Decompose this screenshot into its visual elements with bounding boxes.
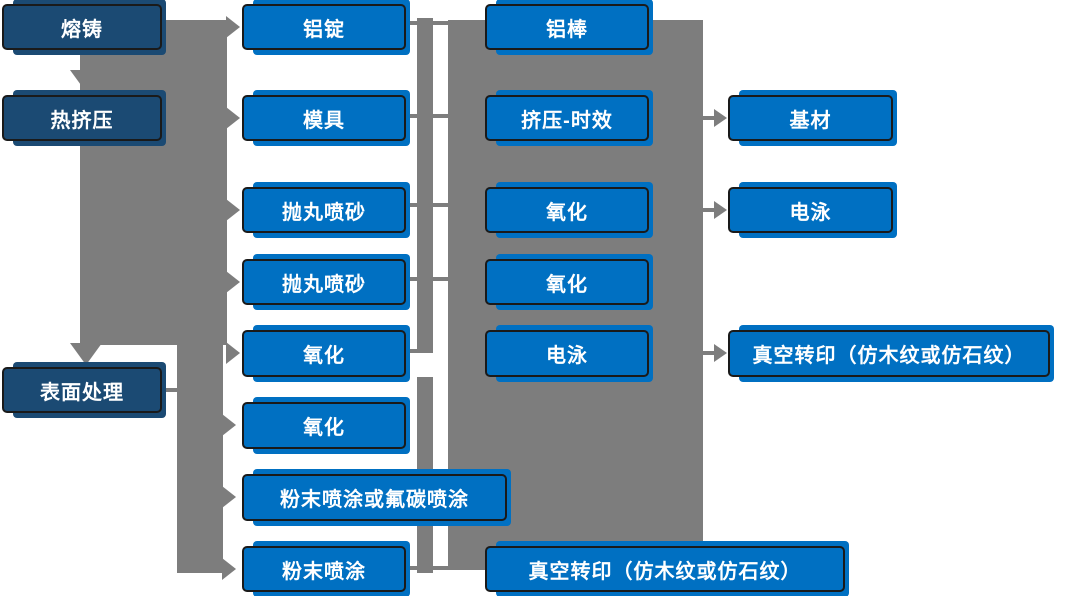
node-face: 氧化: [485, 259, 649, 305]
arrow-to-powder-fluorocarbon: [222, 486, 236, 508]
arrow-to-shot-blasting-1: [226, 199, 240, 221]
node-face: 抛丸喷砂: [242, 259, 406, 305]
node-electrophoresis-2: 电泳: [728, 182, 897, 238]
node-face: 粉末喷涂或氟碳喷涂: [242, 474, 507, 521]
node-hot-extrusion: 热挤压: [2, 90, 166, 146]
node-face: 氧化: [242, 402, 406, 449]
node-shot-blasting-1: 抛丸喷砂: [242, 182, 410, 238]
link-mold-extrusion: [406, 114, 448, 118]
stem-to-electrophoresis: [702, 208, 715, 212]
node-face: 抛丸喷砂: [242, 187, 406, 233]
arrow-down-to-hot-extrusion: [70, 70, 102, 92]
node-face: 氧化: [485, 187, 649, 233]
node-aluminum-ingot: 铝锭: [242, 0, 410, 55]
node-face: 表面处理: [2, 367, 162, 413]
node-face: 氧化: [242, 330, 406, 377]
node-face: 真空转印（仿木纹或仿石纹）: [485, 546, 845, 592]
node-face: 铝锭: [242, 4, 406, 50]
arrow-to-electrophoresis: [714, 201, 727, 219]
stem-to-base-material: [702, 116, 715, 120]
arrow-to-aluminum-ingot: [226, 16, 240, 38]
link-powder-transfer: [406, 566, 486, 570]
link-blast-oxidation: [406, 203, 448, 207]
node-face: 粉末喷涂: [242, 546, 406, 592]
node-oxidation-3: 氧化: [485, 182, 653, 238]
node-powder-or-fluorocarbon-coating: 粉末喷涂或氟碳喷涂: [242, 469, 511, 526]
node-surface-treatment: 表面处理: [2, 362, 166, 418]
flow-band-lower-left: [177, 345, 223, 573]
link-ingot-rod: [406, 21, 448, 25]
node-powder-coating: 粉末喷涂: [242, 541, 410, 596]
node-shot-blasting-2: 抛丸喷砂: [242, 254, 410, 310]
flow-band-top-right: [162, 20, 227, 345]
node-face: 铝棒: [485, 4, 649, 50]
node-vacuum-transfer-print-2: 真空转印（仿木纹或仿石纹）: [728, 325, 1054, 382]
node-aluminum-rod: 铝棒: [485, 0, 653, 55]
arrow-to-powder-coating: [222, 558, 236, 580]
stem-to-vacuum-transfer: [702, 351, 715, 355]
node-extrusion-aging: 挤压-时效: [485, 90, 653, 146]
flow-bar-middle-upper: [417, 18, 433, 353]
node-face: 挤压-时效: [485, 95, 649, 141]
node-face: 熔铸: [2, 4, 162, 50]
node-face: 模具: [242, 95, 406, 141]
node-electrophoresis-1: 电泳: [485, 325, 653, 382]
node-oxidation-2: 氧化: [242, 397, 410, 454]
arrow-to-vacuum-transfer: [714, 344, 727, 362]
node-vacuum-transfer-print-1: 真空转印（仿木纹或仿石纹）: [485, 541, 849, 596]
link-surface-band: [162, 388, 178, 392]
node-base-material: 基材: [728, 90, 897, 146]
node-face: 基材: [728, 95, 893, 141]
arrow-to-mold: [226, 107, 240, 129]
arrow-to-oxidation-1: [226, 342, 240, 364]
node-face: 热挤压: [2, 95, 162, 141]
arrow-down-to-surface-treatment: [70, 343, 102, 365]
node-face: 电泳: [485, 330, 649, 377]
node-oxidation-4: 氧化: [485, 254, 653, 310]
node-mold: 模具: [242, 90, 410, 146]
arrow-to-base-material: [714, 109, 727, 127]
node-oxidation-1: 氧化: [242, 325, 410, 382]
node-face: 真空转印（仿木纹或仿石纹）: [728, 330, 1050, 377]
link-oxidation-bar: [406, 349, 418, 353]
arrow-to-shot-blasting-2: [226, 271, 240, 293]
arrow-to-oxidation-2: [222, 414, 236, 436]
node-face: 电泳: [728, 187, 893, 233]
node-melt-casting: 熔铸: [2, 0, 166, 55]
link-blast-oxidation-2: [406, 277, 448, 281]
